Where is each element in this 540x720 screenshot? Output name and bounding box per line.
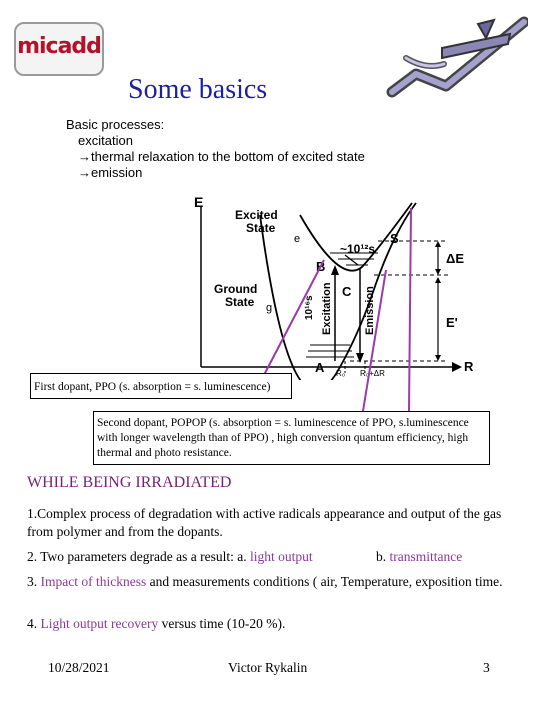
point-2: 2. Two parameters degrade as a result: a… [27,548,517,566]
footer-page-number: 3 [483,660,490,675]
point-2b-prefix: b. [376,549,390,564]
first-dopant-callout: First dopant, PPO (s. absorption = s. lu… [30,373,292,399]
r-axis-arrow-icon [452,362,462,372]
axis-r-label: R [464,359,474,374]
relaxation-time-label: ~10¹²s [340,242,375,256]
second-dopant-callout: Second dopant, POPOP (s. absorption = s.… [93,411,490,465]
delta-e-label: ΔE [446,251,464,266]
ground-state-label: Ground [214,282,257,296]
process-item: excitation [78,133,133,148]
micadd-logo: micadd [14,22,104,76]
impact-of-thickness-text: Impact of thickness [40,574,147,589]
emission-label: Emission [364,286,376,335]
r0-label: R₀ [336,369,345,378]
logo-text: micadd [17,34,102,59]
transmittance-text: transmittance [389,549,463,564]
basic-processes-list: Basic processes: excitation →thermal rel… [66,117,365,181]
footer-date: 10/28/2021 [48,660,110,675]
point-4: 4. Light output recovery versus time (10… [27,615,507,633]
point-2b: b. transmittance [376,548,462,566]
ground-state-label: State [225,295,255,309]
point-3-prefix: 3. [27,574,41,589]
point-3: 3. Impact of thickness and measurements … [27,573,507,591]
light-output-text: light output [249,549,313,564]
excitation-label: Excitation [321,282,333,335]
ground-symbol: g [266,302,272,314]
arrow-graphic-icon [386,16,528,98]
section-heading: WHILE BEING IRRADIATED [27,474,232,491]
excited-state-label: State [246,221,276,235]
point-2-prefix: 2. Two parameters degrade as a result: a… [27,549,250,564]
footer-author: Victor Rykalin [228,660,308,675]
point-4-rest: versus time (10-20 %). [158,616,286,631]
r0-dr-label: R₀+ΔR [360,369,385,378]
excited-state-label: Excited [235,208,278,222]
excited-symbol: e [294,233,300,245]
emission-time-label: 10¹⁶s [304,295,315,320]
point-a-label: A [315,360,325,375]
process-item: →emission [78,165,143,180]
basic-processes-heading: Basic processes: [66,117,165,132]
point-s-label: S [390,231,399,246]
energy-level-diagram: E R Excited State e Ground State g S B C… [194,195,474,380]
point-3-rest: and measurements conditions ( air, Tempe… [146,574,503,589]
point-b-label: B [316,259,325,274]
slide-title: Some basics [128,74,268,105]
point-4-prefix: 4. [27,616,41,631]
e-prime-label: E' [446,315,458,330]
excited-state-curve [299,202,413,272]
axis-e-label: E [194,195,203,210]
light-output-recovery-text: Light output recovery [40,616,159,631]
process-item: →thermal relaxation to the bottom of exc… [78,149,365,164]
point-c-label: C [342,284,352,299]
point-1: 1.Complex process of degradation with ac… [27,506,502,539]
